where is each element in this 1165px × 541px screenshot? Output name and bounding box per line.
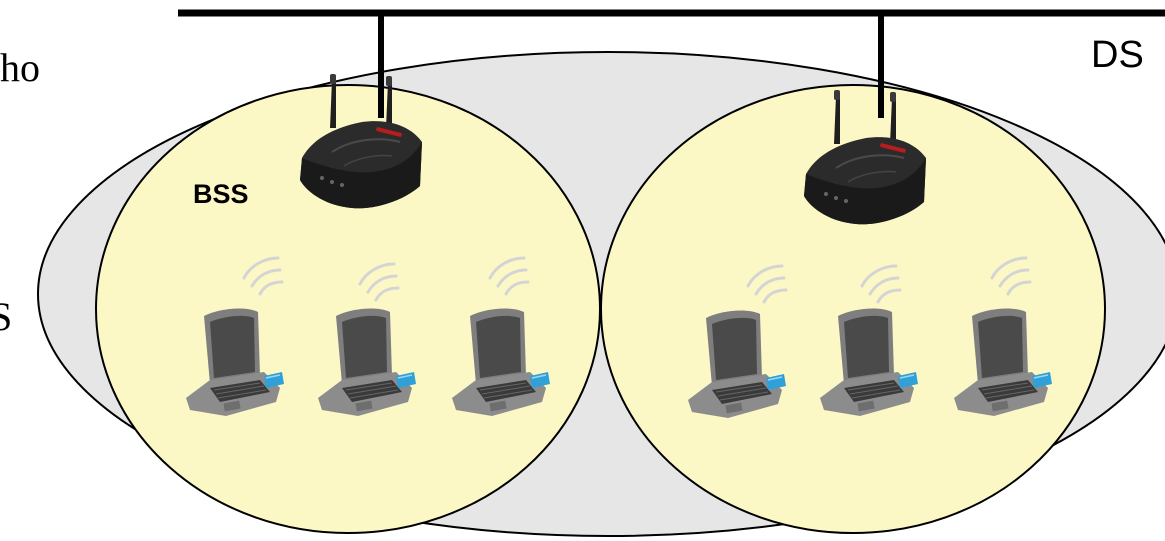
ds-label: DS (1091, 34, 1144, 76)
clipped-label-top: ho (0, 45, 40, 90)
bss-label: BSS (193, 179, 249, 209)
clipped-label-mid: S (0, 294, 12, 339)
